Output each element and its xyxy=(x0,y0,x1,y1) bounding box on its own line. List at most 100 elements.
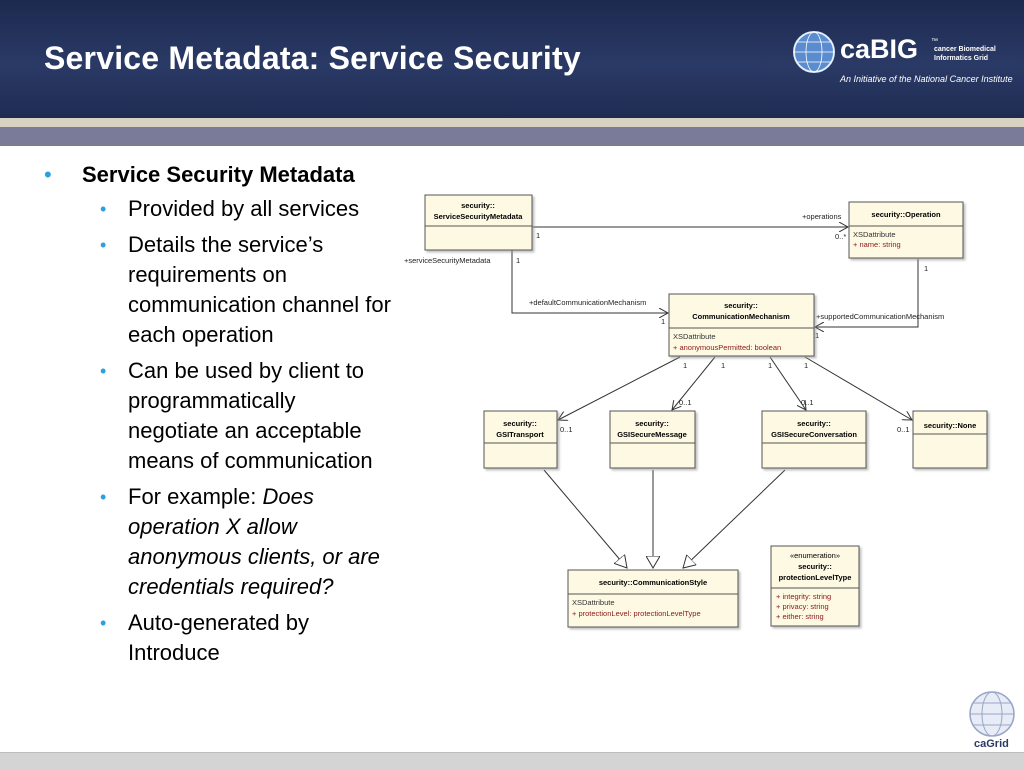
bullet-sub-5-line: Auto-generated by xyxy=(128,610,310,635)
class-cs: security::CommunicationStyle XSDattribut… xyxy=(567,569,739,628)
assoc-default-cm xyxy=(511,250,668,313)
mult-cm-1c: 1 xyxy=(768,361,772,370)
assoc-supported-cm xyxy=(815,259,919,327)
mult-operations-many: 0..* xyxy=(835,232,846,241)
bullet-sub-3-line: Can be used by client to xyxy=(128,358,365,383)
assoc-none xyxy=(804,356,912,420)
class-operation-stereo: XSDattribute xyxy=(853,230,896,239)
bullet-main-text: Service Security Metadata xyxy=(82,162,355,187)
class-plt-ns: security:: xyxy=(798,562,832,571)
class-cm-stereo: XSDattribute xyxy=(673,332,716,341)
bullet-sub-4-italic: operation X allow xyxy=(128,514,297,539)
bullet-list: • Service Security Metadata • Provided b… xyxy=(44,160,444,674)
label-default-cm: +defaultCommunicationMechanism xyxy=(529,298,646,307)
bullet-sub-3: • Can be used by client to programmatica… xyxy=(44,356,444,476)
class-gsimsg: security:: GSISecureMessage xyxy=(609,410,696,469)
class-plt-name: protectionLevelType xyxy=(779,573,852,582)
bullet-sub-2-line: requirements on xyxy=(128,262,287,287)
slide-title: Service Metadata: Service Security xyxy=(44,40,581,76)
mult-cm-1d: 1 xyxy=(804,361,808,370)
class-operation: security::Operation XSDattribute + name:… xyxy=(848,201,964,259)
bullet-dot-icon: • xyxy=(100,199,107,219)
class-operation-name: security::Operation xyxy=(871,210,941,219)
class-none: security::None xyxy=(912,410,988,469)
logo-wordmark: caBIG xyxy=(840,34,919,64)
logo-tagline-line1: cancer Biomedical xyxy=(934,46,996,53)
mult-ssm-one: 1 xyxy=(536,231,540,240)
cagrid-logo: caGrid xyxy=(962,690,1022,752)
logo-trademark: ™ xyxy=(931,38,938,45)
logo-initiative: An Initiative of the National Cancer Ins… xyxy=(840,74,1013,84)
bullet-sub-4-italic: Does xyxy=(262,484,314,509)
bullet-sub-2: • Details the service’s requirements on … xyxy=(44,230,444,350)
bullet-sub-1-text: Provided by all services xyxy=(128,196,360,221)
cagrid-logo-label: caGrid xyxy=(974,738,1009,750)
cagrid-globe-icon xyxy=(969,691,1015,737)
class-cs-attr: + protectionLevel: protectionLevelType xyxy=(572,609,701,618)
class-cm: security:: CommunicationMechanism XSDatt… xyxy=(668,293,815,357)
bullet-sub-4-italic: credentials required? xyxy=(128,574,334,599)
mult-gsitransport: 0..1 xyxy=(560,425,573,434)
bullet-dot-icon: • xyxy=(100,361,107,381)
class-plt-literal: + integrity: string xyxy=(776,592,831,601)
bullet-dot-icon: • xyxy=(100,235,107,255)
assoc-gsiconv xyxy=(769,356,806,410)
class-operation-attr: + name: string xyxy=(853,240,901,249)
class-gsiconv: security:: GSISecureConversation xyxy=(761,410,867,469)
assoc-gsitransport xyxy=(558,356,681,420)
mult-operation-one: 1 xyxy=(924,264,928,273)
class-ssm-name: ServiceSecurityMetadata xyxy=(434,212,524,221)
class-plt-literal: + either: string xyxy=(776,612,824,621)
gen-gsiconv xyxy=(683,469,786,568)
assoc-gsimsg xyxy=(672,356,716,410)
bullet-sub-3-line: negotiate an acceptable xyxy=(128,418,362,443)
class-cm-ns: security:: xyxy=(724,301,758,310)
bullet-sub-2-line: communication channel for xyxy=(128,292,391,317)
class-gsitransport: security:: GSITransport xyxy=(483,410,558,469)
bullet-dot-icon: • xyxy=(100,487,107,507)
class-plt: «enumeration» security:: protectionLevel… xyxy=(770,545,860,627)
bullet-sub-1: • Provided by all services xyxy=(44,194,444,224)
class-ssm-ns: security:: xyxy=(461,201,495,210)
class-ssm: security:: ServiceSecurityMetadata xyxy=(424,194,533,251)
class-gsimsg-ns: security:: xyxy=(635,419,669,428)
logo-tagline-line2: Informatics Grid xyxy=(934,55,989,62)
mult-supported-cm-one: 1 xyxy=(815,331,819,340)
bullet-main: • Service Security Metadata xyxy=(44,160,444,190)
class-gsitransport-name: GSITransport xyxy=(496,430,544,439)
mult-ssm-role-one: 1 xyxy=(516,256,520,265)
label-operations: +operations xyxy=(802,212,842,221)
bullet-dot-icon: • xyxy=(44,162,52,187)
label-supported-cm: +supportedCommunicationMechanism xyxy=(816,312,944,321)
mult-default-cm-one: 1 xyxy=(661,317,665,326)
globe-icon xyxy=(793,31,835,73)
bullet-sub-4-prefix: For example: xyxy=(128,484,263,509)
class-gsiconv-ns: security:: xyxy=(797,419,831,428)
class-gsimsg-name: GSISecureMessage xyxy=(617,430,687,439)
gen-gsitransport xyxy=(543,469,627,568)
bullet-sub-4: • For example: Does operation X allow an… xyxy=(44,482,444,602)
cabig-logo: caBIG ™ cancer Biomedical Informatics Gr… xyxy=(790,28,1013,92)
class-cs-stereo: XSDattribute xyxy=(572,598,615,607)
mult-cm-1b: 1 xyxy=(721,361,725,370)
bullet-sub-3-line: means of communication xyxy=(128,448,373,473)
class-cm-name: CommunicationMechanism xyxy=(692,312,790,321)
class-plt-stereo: «enumeration» xyxy=(790,551,840,560)
association-labels: +operations 0..* 1 +serviceSecurityMetad… xyxy=(404,212,944,434)
associations xyxy=(511,227,919,568)
logo-tagline: cancer Biomedical Informatics Grid xyxy=(934,45,996,63)
bullet-sub-2-line: Details the service’s xyxy=(128,232,324,257)
bullet-sub-3-line: programmatically xyxy=(128,388,296,413)
bullet-dot-icon: • xyxy=(100,613,107,633)
class-cm-attr: + anonymousPermitted: boolean xyxy=(673,343,781,352)
bullet-sub-5-line: Introduce xyxy=(128,640,220,665)
class-plt-literal: + privacy: string xyxy=(776,602,829,611)
bullet-sub-5: • Auto-generated by Introduce xyxy=(44,608,444,668)
class-gsiconv-name: GSISecureConversation xyxy=(771,430,857,439)
footer-band xyxy=(0,752,1024,769)
mult-none: 0..1 xyxy=(897,425,910,434)
mult-cm-1a: 1 xyxy=(683,361,687,370)
mult-gsiconv: 0..1 xyxy=(801,398,814,407)
class-gsitransport-ns: security:: xyxy=(503,419,537,428)
